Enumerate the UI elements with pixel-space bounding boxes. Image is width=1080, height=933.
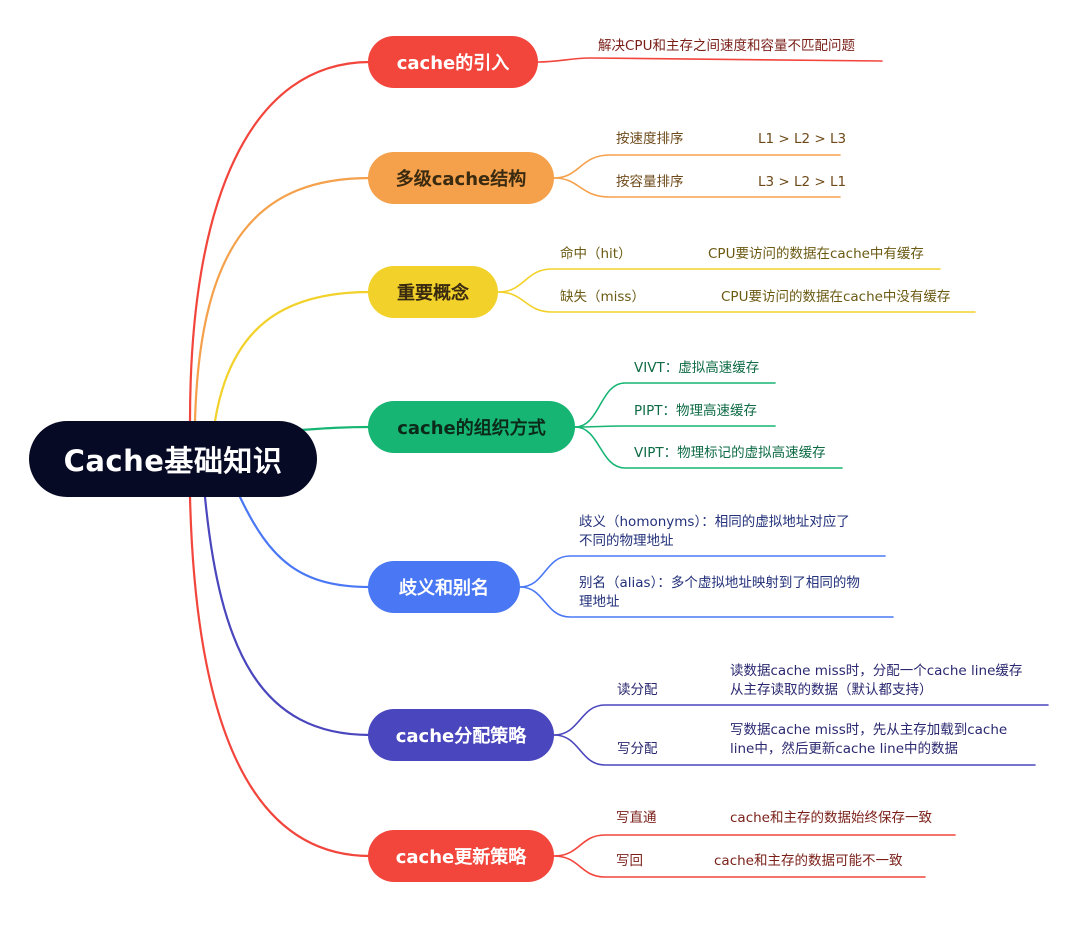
leaf-text: VIVT：虚拟高速缓存 — [634, 360, 760, 376]
branch-node-cache-intro[interactable]: cache的引入 — [368, 36, 538, 88]
leaf-label: 按速度排序 — [616, 131, 684, 147]
leaf-link — [519, 555, 886, 588]
leaf-value: cache和主存的数据可能不一致 — [714, 853, 903, 869]
branch-node-concepts[interactable]: 重要概念 — [368, 266, 498, 318]
leaf-text-line: 不同的物理地址 — [579, 533, 674, 549]
root-link-3 — [298, 425, 372, 432]
root-link-1 — [193, 176, 372, 423]
leaf-text-line: 理地址 — [579, 594, 620, 610]
root-link-2 — [213, 290, 372, 423]
leaf-value: L3 > L2 > L1 — [758, 174, 847, 190]
leaf-value: CPU要访问的数据在cache中没有缓存 — [721, 289, 951, 305]
leaf-link — [553, 855, 926, 878]
leaf-link — [553, 704, 1049, 736]
leaf-value: CPU要访问的数据在cache中有缓存 — [708, 246, 924, 262]
leaf-label: 按容量排序 — [616, 174, 684, 190]
leaf-link — [553, 154, 841, 179]
leaf-link — [574, 425, 776, 428]
branch-node-organization[interactable]: cache的组织方式 — [368, 401, 575, 453]
branch-node-multilevel[interactable]: 多级cache结构 — [368, 152, 554, 204]
leaf-text-line: 从主存读取的数据（默认都支持） — [730, 682, 933, 698]
leaf-text: 解决CPU和主存之间速度和容量不匹配问题 — [598, 38, 855, 54]
leaf-link — [553, 177, 841, 198]
branch-node-homonyms-alias[interactable]: 歧义和别名 — [368, 561, 520, 613]
leaf-text-line: 别名（alias）：多个虚拟地址映射到了相同的物 — [579, 575, 860, 591]
leaf-label: 命中（hit） — [560, 246, 632, 262]
leaf-link — [553, 834, 956, 857]
leaf-link — [537, 57, 883, 63]
leaf-link — [497, 268, 941, 293]
leaf-text-line: 写数据cache miss时，先从主存加载到cache — [730, 722, 1008, 738]
leaf-label: 缺失（miss） — [560, 289, 645, 305]
leaf-text: VIPT：物理标记的虚拟高速缓存 — [634, 445, 826, 461]
leaf-link — [519, 586, 894, 618]
leaf-text-line: 歧义（homonyms）：相同的虚拟地址对应了 — [579, 514, 850, 530]
leaf-label: 读分配 — [617, 682, 658, 698]
leaf-value: cache和主存的数据始终保存一致 — [730, 810, 932, 826]
leaf-value: L1 > L2 > L3 — [758, 131, 847, 147]
leaf-label: 写分配 — [617, 741, 658, 757]
leaf-link — [574, 382, 776, 428]
branch-node-update[interactable]: cache更新策略 — [368, 830, 554, 882]
root-link-4 — [238, 495, 372, 589]
branch-node-allocation[interactable]: cache分配策略 — [368, 709, 554, 761]
root-link-6 — [188, 495, 372, 858]
leaf-label: 写回 — [616, 853, 643, 869]
leaf-link — [553, 734, 1036, 766]
root-link-0 — [188, 60, 372, 423]
root-node[interactable]: Cache基础知识 — [29, 421, 317, 497]
leaf-text: PIPT：物理高速缓存 — [634, 403, 758, 419]
leaf-text-line: 读数据cache miss时，分配一个cache line缓存 — [730, 663, 1023, 679]
leaf-link — [574, 426, 843, 469]
leaf-text-line: line中，然后更新cache line中的数据 — [730, 741, 958, 757]
leaf-link — [497, 291, 976, 313]
root-link-5 — [203, 495, 372, 737]
leaf-label: 写直通 — [616, 810, 657, 826]
